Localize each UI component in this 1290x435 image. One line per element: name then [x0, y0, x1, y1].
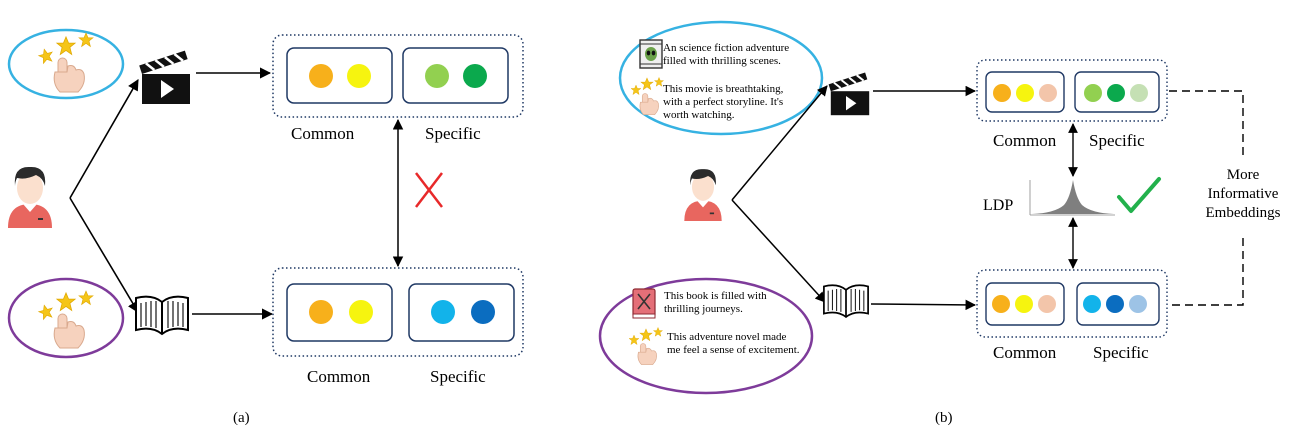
more-informative-embeddings-label: More Informative Embeddings: [1205, 167, 1281, 221]
dashed-connector: [1169, 90, 1244, 306]
embedding-dot: [1038, 295, 1056, 313]
embedding-dot: [1083, 295, 1101, 313]
ldp-label: LDP: [983, 197, 1014, 214]
star-icon: [37, 303, 55, 321]
common-group: [286, 47, 393, 104]
pointing-hand-icon: [639, 93, 659, 115]
book-review-1: This book is filled with thrilling journ…: [664, 290, 767, 315]
top-embedding-box: [272, 34, 524, 118]
caption-a: (a): [233, 410, 250, 426]
specific-group: [1076, 282, 1160, 326]
panel-b: [598, 20, 1289, 395]
embedding-dot: [347, 64, 371, 88]
common-label: Common: [993, 343, 1057, 362]
bottom-rating-ellipse: [7, 277, 125, 359]
common-group: [985, 282, 1065, 326]
bottom-embedding-box: [272, 267, 524, 357]
specific-label: Specific: [425, 124, 481, 143]
embedding-dot: [1084, 84, 1102, 102]
cross-mark-icon: [415, 172, 443, 208]
embedding-dot: [993, 84, 1011, 102]
clapperboard-icon: [827, 71, 871, 117]
panel-a: [7, 28, 524, 359]
top-rating-ellipse: [7, 28, 125, 100]
embedding-dot: [463, 64, 487, 88]
book-review-ellipse: [598, 277, 814, 395]
user-icon: [8, 166, 52, 228]
pointing-hand-icon: [53, 313, 85, 349]
book-sword-icon: [632, 288, 656, 319]
movie-review-ellipse: [618, 20, 824, 136]
alien-movie-icon: [639, 39, 663, 69]
specific-label: Specific: [1089, 131, 1145, 150]
bottom-embedding-box: [976, 269, 1168, 338]
specific-label: Specific: [1093, 343, 1149, 362]
movie-review-2: This movie is breathtaking, with a perfe…: [663, 83, 784, 121]
star-icon: [78, 290, 94, 305]
embedding-dot: [1016, 84, 1034, 102]
book-icon: [823, 284, 869, 318]
star-icon: [56, 36, 76, 55]
embedding-dot: [1129, 295, 1147, 313]
common-label: Common: [993, 131, 1057, 150]
pointing-hand-icon: [53, 57, 85, 93]
star-icon: [628, 334, 640, 345]
specific-group: [408, 283, 515, 342]
star-icon: [630, 84, 642, 95]
caption-b: (b): [935, 410, 953, 426]
embedding-dot: [431, 300, 455, 324]
ldp-distribution-plot: [1029, 180, 1115, 216]
movie-review-1: An science fiction adventure filled with…: [663, 42, 790, 67]
embedding-dot: [309, 64, 333, 88]
user-icon: [684, 169, 722, 221]
embedding-dot: [1015, 295, 1033, 313]
common-label: Common: [307, 367, 371, 386]
embedding-dot: [992, 295, 1010, 313]
star-icon: [639, 328, 653, 341]
specific-label: Specific: [430, 367, 486, 386]
embedding-dot: [1130, 84, 1148, 102]
top-embedding-box: [976, 59, 1168, 122]
embedding-dot: [349, 300, 373, 324]
star-icon: [653, 327, 663, 337]
embedding-dot: [425, 64, 449, 88]
common-label: Common: [291, 124, 355, 143]
embedding-dot: [1106, 295, 1124, 313]
check-mark-icon: [1117, 177, 1161, 213]
embedding-dot: [1107, 84, 1125, 102]
star-icon: [640, 77, 654, 90]
clapperboard-icon: [137, 49, 192, 106]
book-icon: [135, 295, 189, 335]
embedding-dot: [471, 300, 495, 324]
star-icon: [78, 32, 94, 47]
specific-group: [402, 47, 509, 104]
book-review-2: This adventure novel made me feel a sens…: [667, 331, 800, 356]
pointing-hand-icon: [637, 343, 657, 365]
star-icon: [37, 47, 55, 65]
common-group: [985, 71, 1065, 113]
star-icon: [56, 292, 76, 311]
common-group: [286, 283, 393, 342]
embedding-dot: [1039, 84, 1057, 102]
embedding-dot: [309, 300, 333, 324]
specific-group: [1074, 71, 1160, 113]
